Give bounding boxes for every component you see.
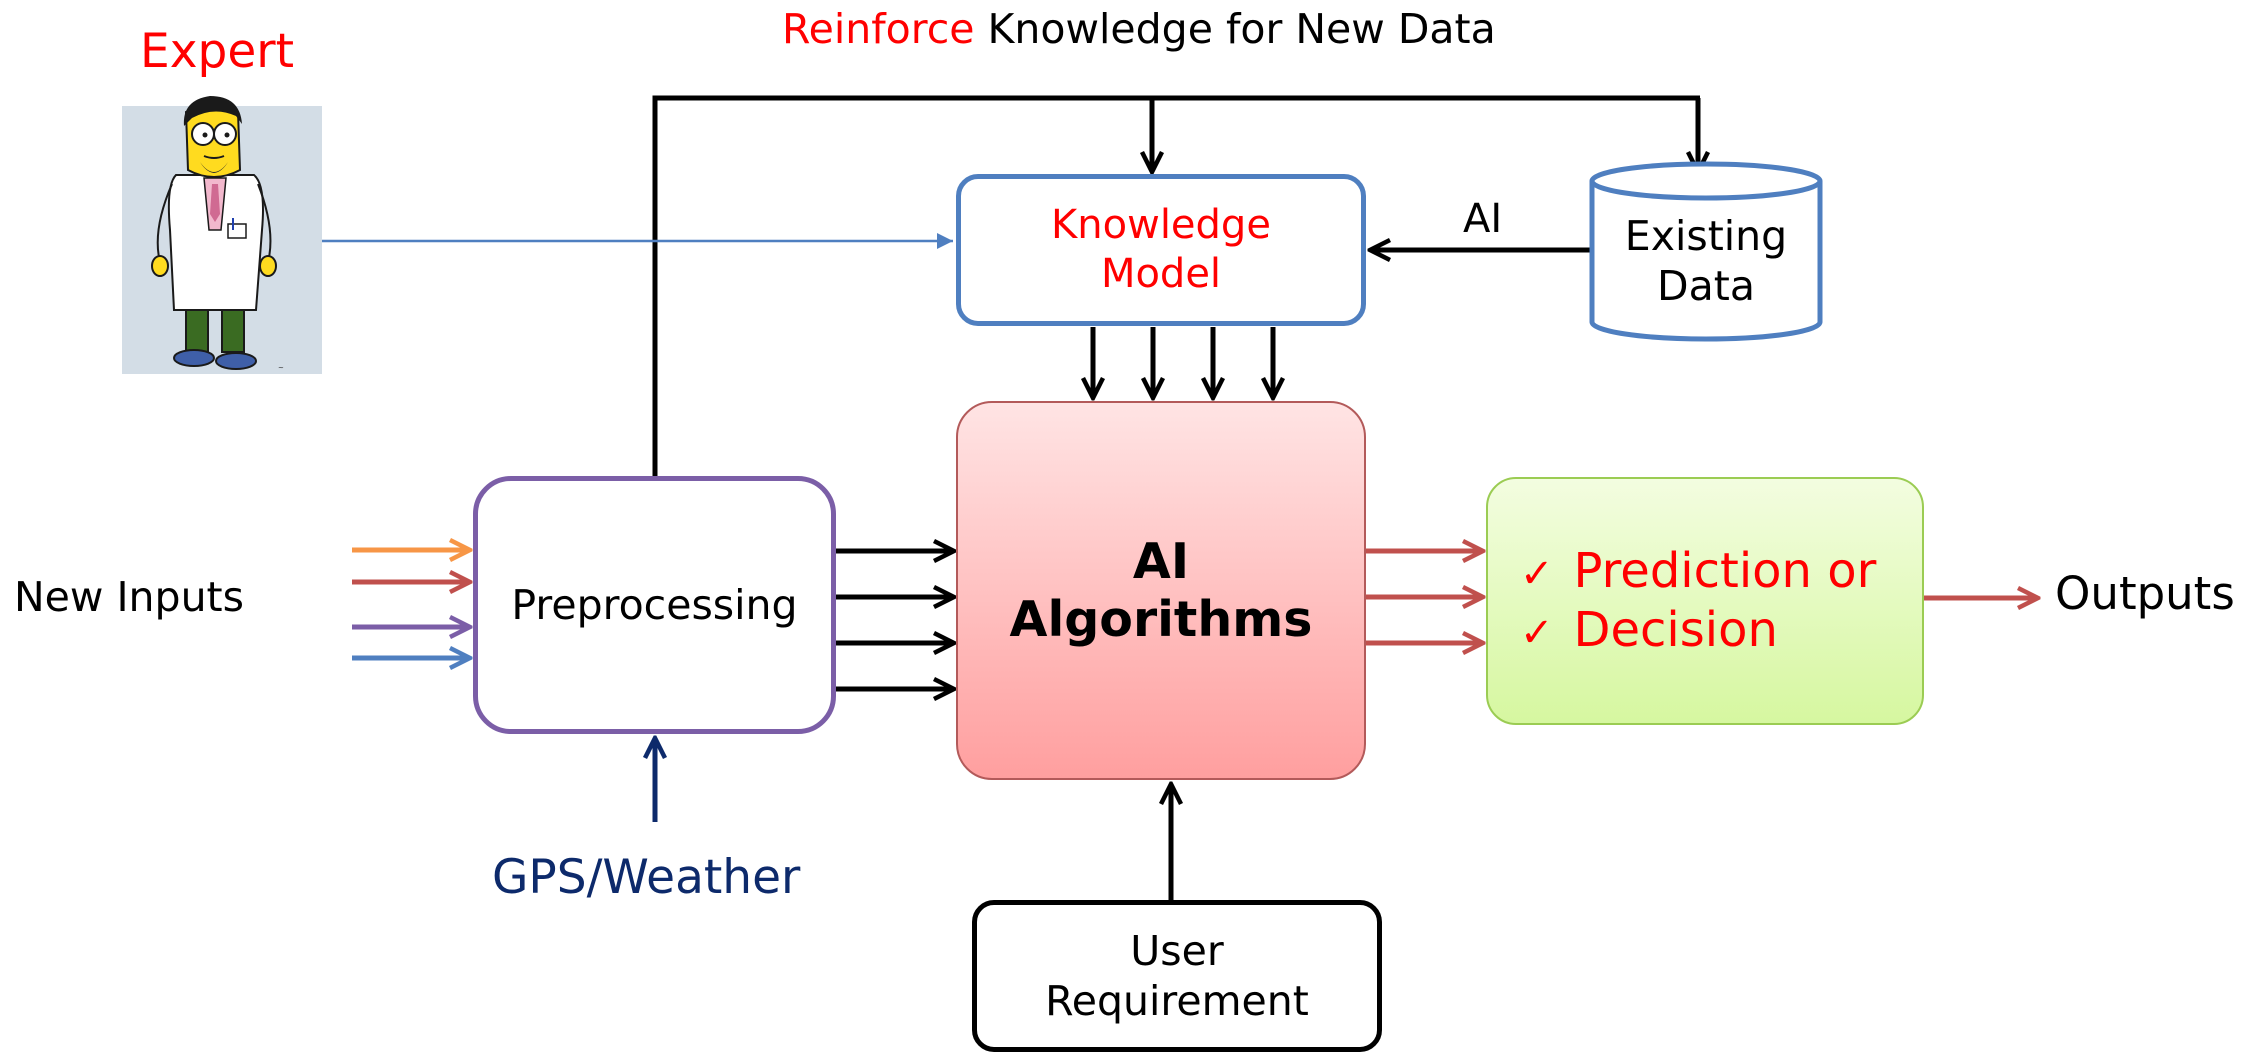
knowledge-model-line2: Model <box>1100 251 1222 297</box>
title-rest: Knowledge for New Data <box>974 5 1496 53</box>
outputs-label: Outputs <box>2055 567 2235 620</box>
ai-algorithms-line1: AI <box>1132 532 1190 590</box>
ai-algorithms-line2: Algorithms <box>1009 590 1313 648</box>
reinforce-loop-line <box>652 95 1700 478</box>
knowledge-model-box: Knowledge Model <box>956 174 1366 326</box>
prediction-line: ✓ Prediction or <box>1520 542 1876 601</box>
checkmark-icon: ✓ <box>1520 610 1554 656</box>
existing-data-line2: Data <box>1657 262 1755 310</box>
existing-data-label: Existing Data <box>1592 206 1820 316</box>
existing-data-cylinder <box>1589 161 1823 342</box>
prediction-decision-box: ✓ Prediction or ✓ Decision <box>1486 477 1924 725</box>
expert-label: Expert <box>140 24 295 79</box>
user-requirement-box: User Requirement <box>972 900 1382 1052</box>
user-requirement-line1: User <box>1130 926 1224 975</box>
preprocessing-box: Preprocessing <box>473 476 836 734</box>
decision-label: Decision <box>1573 602 1778 658</box>
user-requirement-line2: Requirement <box>1045 977 1309 1025</box>
title-reinforce-word: Reinforce <box>782 5 975 53</box>
checkmark-icon: ✓ <box>1520 551 1554 598</box>
prediction-label: Prediction or <box>1573 543 1877 600</box>
ai-edge-label: AI <box>1463 196 1503 242</box>
diagram-title: Reinforce Knowledge for New Data <box>782 5 1496 53</box>
decision-line: ✓ Decision <box>1520 601 1778 660</box>
expert-illustration: ~ <box>122 96 322 374</box>
gps-weather-label: GPS/Weather <box>492 850 801 905</box>
existing-data-line1: Existing <box>1624 211 1788 260</box>
knowledge-model-line1: Knowledge <box>1051 202 1271 249</box>
svg-text:~: ~ <box>278 364 284 372</box>
new-inputs-label: New Inputs <box>14 573 244 621</box>
preprocessing-label: Preprocessing <box>511 581 798 629</box>
ai-algorithms-box: AI Algorithms <box>956 401 1366 780</box>
